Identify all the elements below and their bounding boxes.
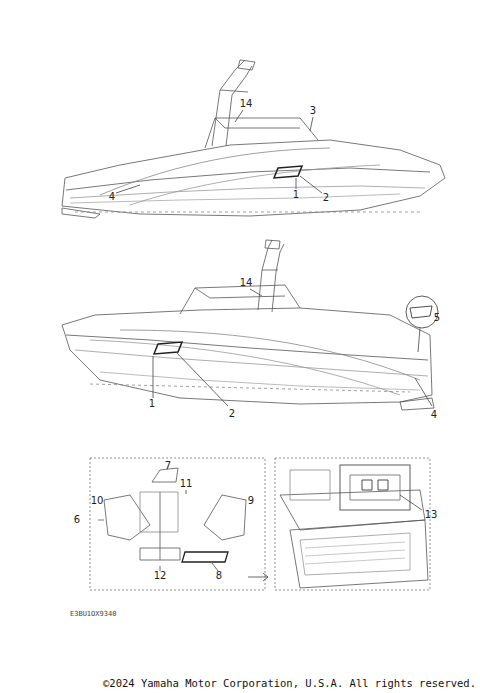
callout-number: 7 (165, 461, 171, 471)
callout-number: 12 (154, 571, 167, 581)
callout-number: 10 (91, 496, 104, 506)
callout-number: 9 (248, 496, 254, 506)
callout-number: 2 (229, 409, 235, 419)
callout-number: 1 (293, 190, 299, 200)
callout-number: 11 (180, 479, 193, 489)
callout-number: 1 (149, 399, 155, 409)
engine-compartment (275, 458, 430, 590)
callout-number: 6 (74, 515, 80, 525)
callout-number: 13 (425, 510, 438, 520)
copyright-note: ©2024 Yamaha Motor Corporation, U.S.A. A… (103, 678, 476, 689)
boat-bottom (62, 240, 438, 410)
callout-number: 4 (109, 192, 115, 202)
callout-number: 5 (434, 313, 440, 323)
callout-number: 14 (240, 278, 253, 288)
drawing-code: E3BU1OX9340 (70, 611, 116, 618)
callout-number: 14 (240, 99, 253, 109)
callout-number: 3 (310, 106, 316, 116)
callout-number: 8 (216, 571, 222, 581)
boat-top (62, 60, 445, 218)
callout-number: 4 (431, 410, 437, 420)
decal-set (90, 458, 268, 590)
callout-number: 2 (323, 193, 329, 203)
